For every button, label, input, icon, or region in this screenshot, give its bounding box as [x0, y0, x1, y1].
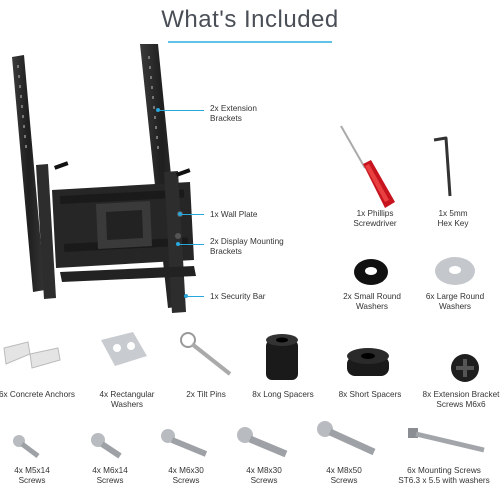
- screw-m6x14-icon: [91, 433, 122, 459]
- large-washer-icon: [435, 257, 475, 285]
- bracket-screw-icon: [451, 354, 479, 382]
- callout-dot: [184, 294, 188, 298]
- callout-line: [178, 244, 204, 245]
- callout-line: [180, 214, 204, 215]
- short-spacer-icon: [347, 348, 389, 376]
- screw-m6x30-icon: [161, 429, 208, 457]
- screw-m8x30-icon: [237, 427, 288, 458]
- label-tilt-pins: 2x Tilt Pins: [186, 390, 226, 399]
- rectangular-washer-icon: [101, 332, 147, 366]
- callout-dot: [176, 242, 180, 246]
- tilt-pin-icon: [180, 332, 232, 376]
- callout-dot: [178, 212, 182, 216]
- callout-dot: [156, 108, 160, 112]
- callout-line: [186, 296, 204, 297]
- title-underline: [168, 41, 332, 43]
- label-long-spacers: 8x Long Spacers: [252, 390, 314, 399]
- callout-wall-plate: 1x Wall Plate: [210, 210, 258, 219]
- hex-key-icon: [433, 136, 452, 197]
- screw-m8x50-icon: [317, 421, 376, 456]
- screw-m5x14-icon: [13, 435, 40, 458]
- small-washer-icon: [354, 259, 388, 285]
- long-spacer-icon: [266, 334, 298, 380]
- concrete-anchor-icon: [3, 341, 61, 369]
- mounting-screw-icon: [408, 428, 485, 453]
- screwdriver-icon: [340, 125, 395, 208]
- page-title: What's Included: [161, 6, 339, 33]
- callout-security-bar: 1x Security Bar: [210, 292, 266, 301]
- callout-line: [158, 110, 204, 111]
- label-short-spacers: 8x Short Spacers: [338, 390, 402, 399]
- label-concrete-anchors: 6x Concrete Anchors: [0, 390, 75, 399]
